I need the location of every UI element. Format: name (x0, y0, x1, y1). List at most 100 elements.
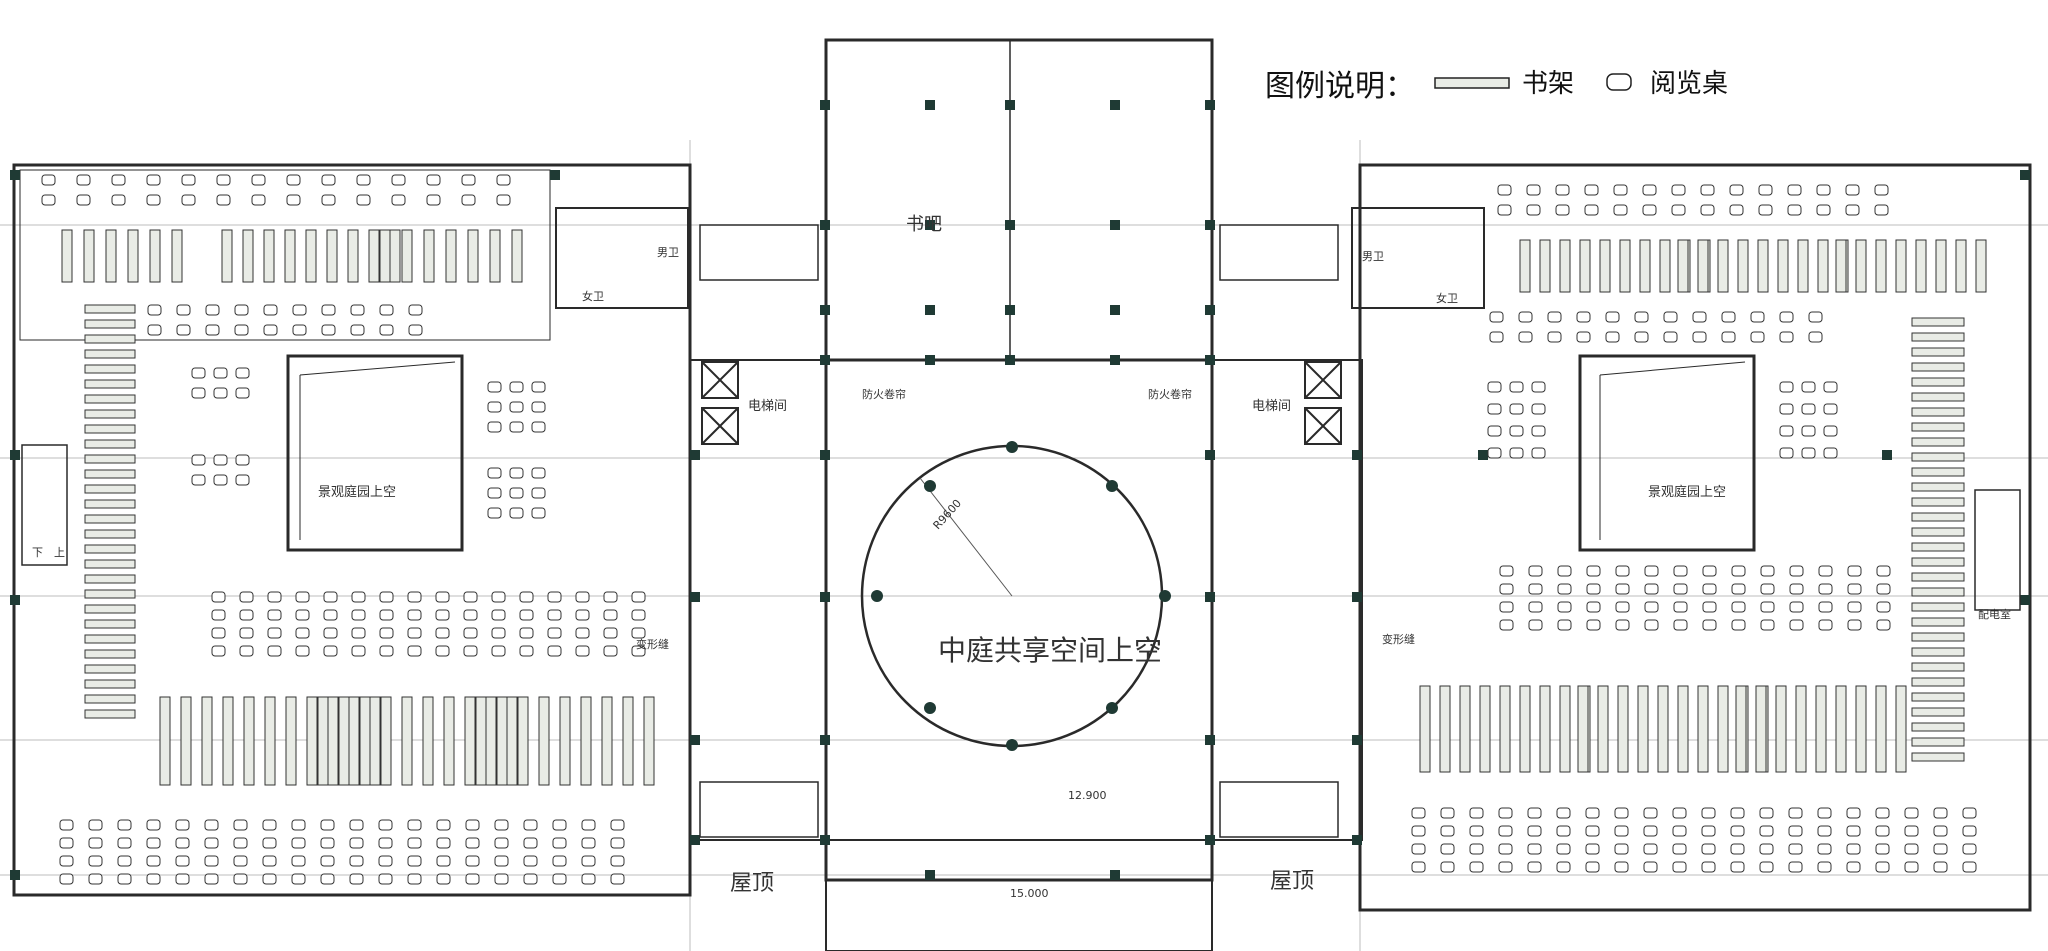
reading-desk (1663, 331, 1678, 343)
bookshelf (306, 696, 318, 786)
reading-desk (519, 591, 534, 603)
reading-desk (1962, 807, 1977, 819)
reading-desk (523, 873, 538, 885)
furniture-layer (41, 174, 1987, 885)
label-atrium: 中庭共享空间上空 (938, 634, 1162, 667)
bookshelf (1911, 437, 1965, 447)
reading-desk (1758, 204, 1773, 216)
bookshelf (1911, 497, 1965, 507)
bookshelf (464, 696, 476, 786)
reading-desk (1818, 619, 1833, 631)
reading-desk (1779, 381, 1794, 393)
reading-desk (1823, 403, 1838, 415)
reading-desk (1701, 825, 1716, 837)
reading-desk (1644, 601, 1659, 613)
reading-desk (1509, 403, 1524, 415)
reading-desk (263, 324, 278, 336)
reading-desk (1846, 825, 1861, 837)
reading-desk (117, 873, 132, 885)
bookshelf (1911, 602, 1965, 612)
reading-desk (1576, 311, 1591, 323)
reading-desk (1874, 184, 1889, 196)
reading-desk (1731, 619, 1746, 631)
bookshelf (84, 514, 136, 524)
reading-desk (1904, 861, 1919, 873)
reading-desk (213, 367, 228, 379)
bookshelf (489, 229, 501, 283)
reading-desk (291, 855, 306, 867)
reading-desk (1845, 204, 1860, 216)
reading-desk (523, 837, 538, 849)
reading-desk (213, 387, 228, 399)
reading-desk (1547, 311, 1562, 323)
bookshelf (84, 499, 136, 509)
reading-desk (291, 873, 306, 885)
reading-desk (509, 421, 524, 433)
bookshelf (1717, 685, 1729, 773)
reading-desk (1673, 565, 1688, 577)
reading-desk (320, 855, 335, 867)
reading-desk (407, 855, 422, 867)
bookshelf (1875, 685, 1887, 773)
label-fire-shutter-right: 防火卷帘 (1148, 387, 1192, 401)
bookshelf (84, 424, 136, 434)
reading-desk (1876, 619, 1891, 631)
reading-desk (1846, 807, 1861, 819)
reading-desk (1760, 583, 1775, 595)
bookshelf (1817, 239, 1829, 293)
bookshelf (485, 696, 497, 786)
bookshelf (264, 696, 276, 786)
reading-desk (204, 855, 219, 867)
reading-desk (1556, 807, 1571, 819)
reading-desk (1528, 601, 1543, 613)
reading-desk (509, 507, 524, 519)
bookshelf (1911, 362, 1965, 372)
reading-desk (631, 591, 646, 603)
reading-desk (610, 837, 625, 849)
reading-desk (251, 174, 266, 186)
reading-desk (1614, 861, 1629, 873)
reading-desk (146, 855, 161, 867)
reading-desk (581, 819, 596, 831)
bookshelf (348, 696, 360, 786)
reading-desk (1847, 619, 1862, 631)
reading-desk (295, 645, 310, 657)
label-elevation-1: 12.900 (1068, 789, 1107, 802)
bookshelf (1795, 685, 1807, 773)
bookshelf (1697, 685, 1709, 773)
reading-desk (487, 487, 502, 499)
reading-desk (465, 855, 480, 867)
reading-desk (1759, 807, 1774, 819)
reading-desk (1876, 583, 1891, 595)
bookshelf (1875, 239, 1887, 293)
reading-desk (350, 304, 365, 316)
bookshelf (1835, 685, 1847, 773)
bookshelf (84, 439, 136, 449)
reading-desk (379, 645, 394, 657)
reading-desk (1498, 861, 1513, 873)
label-book-bar: 书吧 (906, 214, 942, 235)
reading-desk (1527, 807, 1542, 819)
stairs (21, 224, 2021, 838)
reading-desk (1789, 583, 1804, 595)
reading-desk (1509, 381, 1524, 393)
reading-desk (547, 645, 562, 657)
reading-desk (323, 591, 338, 603)
reading-desk (1789, 601, 1804, 613)
reading-desk (321, 304, 336, 316)
reading-desk (1702, 565, 1717, 577)
bookshelf (1911, 662, 1965, 672)
reading-desk (1556, 825, 1571, 837)
reading-desk (1528, 565, 1543, 577)
reading-desk (379, 609, 394, 621)
reading-desk (262, 819, 277, 831)
bookshelf (622, 696, 634, 786)
reading-desk (407, 609, 422, 621)
reading-desk (146, 194, 161, 206)
bookshelf (517, 696, 529, 786)
reading-desk (509, 401, 524, 413)
reading-desk (1518, 331, 1533, 343)
reading-desk (235, 367, 250, 379)
label-garden-right: 景观庭园上空 (1648, 484, 1726, 500)
